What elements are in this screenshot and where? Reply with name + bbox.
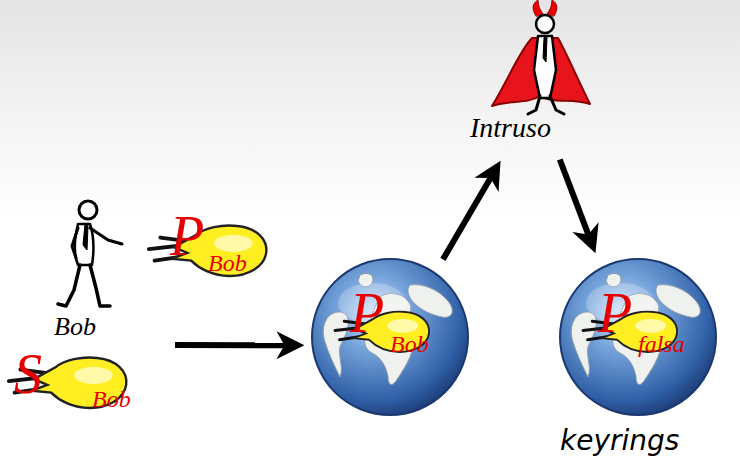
intruder-node: Intruso	[468, 2, 582, 152]
globe-art	[560, 259, 716, 415]
person-name: Bob	[54, 313, 96, 342]
key-letter: P	[598, 283, 632, 345]
flow-arrow	[560, 159, 609, 258]
key-letter: P	[350, 283, 384, 345]
flow-arrow	[443, 154, 513, 260]
arrow-head	[572, 222, 608, 258]
key-letter: S	[14, 344, 42, 406]
key-letter: P	[170, 206, 204, 268]
public-key-icon	[149, 226, 267, 276]
key-owner: Bob	[390, 331, 429, 357]
globe-keyring: Pfalsa	[558, 257, 718, 417]
arrow-head	[474, 154, 512, 192]
intruder-figure-art	[492, 0, 590, 114]
arrow-shaft	[560, 159, 589, 234]
key-owner: falsa	[638, 331, 685, 357]
arrow-head	[276, 331, 304, 359]
flow-arrow	[175, 331, 304, 359]
key-owner: Bob	[92, 386, 131, 412]
caption-text: keyrings	[560, 426, 679, 457]
key-owner: Bob	[208, 250, 247, 276]
bob-figure	[58, 201, 122, 306]
arrow-shaft	[443, 178, 491, 259]
globe-art	[312, 259, 468, 415]
intruder-name: Intruso	[470, 113, 551, 144]
globe-keyring: PBob	[310, 257, 470, 417]
arrow-shaft	[175, 342, 284, 348]
person-node: Bob	[40, 190, 140, 348]
